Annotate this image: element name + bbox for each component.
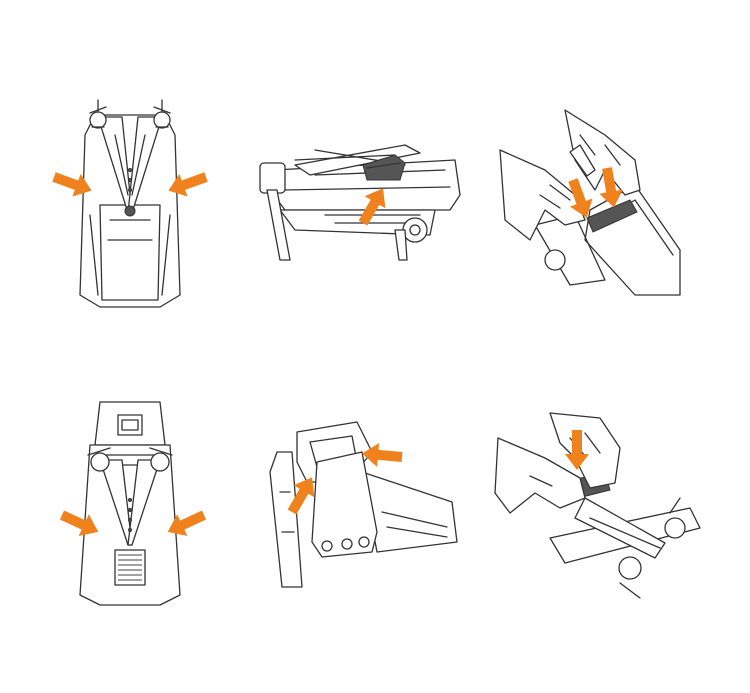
- panel-folded-drone-front: [40, 95, 220, 315]
- gimbal-camera: [94, 401, 166, 446]
- right-hand: [564, 109, 641, 196]
- panel-hand-pressing-clip: [490, 398, 705, 603]
- folded-front-arms: [97, 116, 163, 217]
- landing-leg: [266, 189, 408, 261]
- folded-propellers: [259, 144, 421, 194]
- propeller-motors: [89, 99, 171, 129]
- propeller-motors: [87, 447, 173, 472]
- panel-side-clip-attach: [255, 135, 465, 270]
- panel-gimbal-cover-attach: [262, 412, 462, 597]
- gimbal-cover: [296, 421, 378, 558]
- propeller-clip: [362, 154, 406, 181]
- left-hand: [499, 149, 586, 241]
- folded-arms: [99, 459, 161, 546]
- drone-front-body: [269, 451, 458, 588]
- left-hand: [494, 437, 586, 514]
- drone-arm-assembly: [549, 497, 701, 599]
- panel-hands-pressing-clip: [495, 100, 705, 300]
- panel-folded-drone-rear: [40, 390, 220, 610]
- propeller-clip: [586, 199, 638, 233]
